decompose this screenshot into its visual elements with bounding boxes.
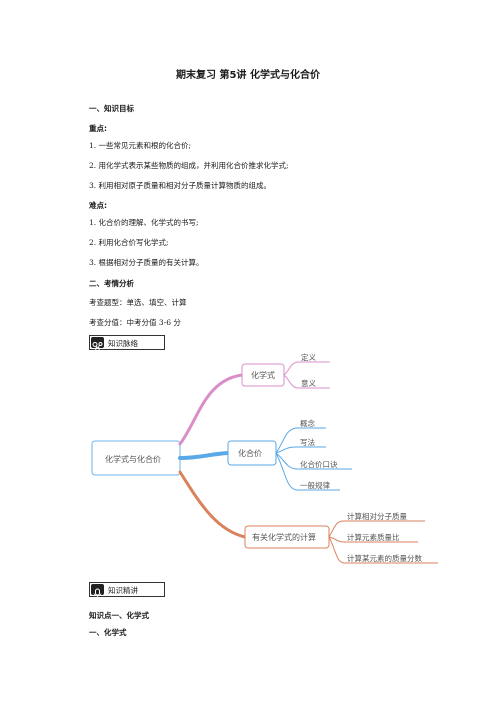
branch-calc: 有关化学式的计算	[252, 533, 316, 542]
branch-connector-valence	[178, 451, 230, 460]
mindmap-root: 化学式与化合价	[105, 455, 161, 464]
score-range: 考查分值：中考分值 3-6 分	[89, 318, 181, 327]
leaf-line-formula	[283, 374, 330, 389]
leaf-line-calc	[328, 536, 418, 543]
knowledge-map-badge: 知识脉络	[89, 335, 165, 352]
key-item: 2. 用化学式表示某些物质的组成，并利用化合价推求化学式;	[89, 161, 289, 170]
leaf-mass-ratio: 计算元素质量比	[347, 533, 400, 542]
leaf-line-valence	[275, 427, 326, 454]
microphone-icon	[91, 584, 104, 598]
knowledge-lecture-badge: 知识精讲	[89, 582, 165, 598]
leaf-line-valence	[275, 452, 340, 491]
leaf-line-calc	[328, 520, 425, 538]
leaf-definition: 定义	[301, 353, 316, 362]
page-title: 期末复习 第5讲 化学式与化合价	[176, 70, 320, 81]
leaf-line-formula	[283, 361, 330, 376]
badge-label: 知识精讲	[108, 586, 138, 595]
leaf-meaning: 意义	[301, 379, 316, 388]
key-label: 重点:	[89, 124, 107, 133]
analysis-heading: 二、考情分析	[89, 279, 134, 288]
subsection-heading: 一、化学式	[89, 628, 127, 637]
leaf-line-calc	[328, 536, 438, 564]
difficult-item: 1. 化合价的理解、化学式的书写;	[89, 218, 199, 227]
leaf-notation: 写法	[300, 438, 315, 447]
question-types: 考查题型：单选、填空、计算	[89, 298, 187, 307]
knowledge-point-heading: 知识点一、化学式	[89, 611, 149, 620]
branch-connector-calc	[178, 470, 247, 539]
key-item: 3. 利用相对原子质量和相对分子质量计算物质的组成。	[89, 181, 272, 190]
difficult-item: 2. 利用化合价写化学式;	[89, 238, 169, 247]
branch-valence: 化合价	[238, 449, 262, 458]
leaf-concept: 概念	[300, 419, 315, 428]
leaf-mass-fraction: 计算某元素的质量分数	[347, 554, 422, 563]
leaf-relative-mass: 计算相对分子质量	[347, 512, 407, 521]
leaf-valence-rhyme: 化合价口诀	[300, 460, 338, 469]
branch-connector-formula	[178, 373, 244, 446]
leaf-line-valence	[275, 446, 326, 454]
branch-formula: 化学式	[251, 371, 275, 380]
goals-heading: 一、知识目标	[89, 104, 134, 113]
difficult-label: 难点:	[89, 201, 107, 210]
key-item: 1. 一些常见元素和根的化合价;	[89, 141, 192, 150]
leaf-general-rule: 一般规律	[300, 481, 330, 490]
difficult-item: 3. 根据相对分子质量的有关计算。	[89, 258, 204, 267]
network-icon	[91, 337, 104, 352]
leaf-line-valence	[275, 452, 352, 470]
badge-label: 知识脉络	[108, 339, 138, 348]
